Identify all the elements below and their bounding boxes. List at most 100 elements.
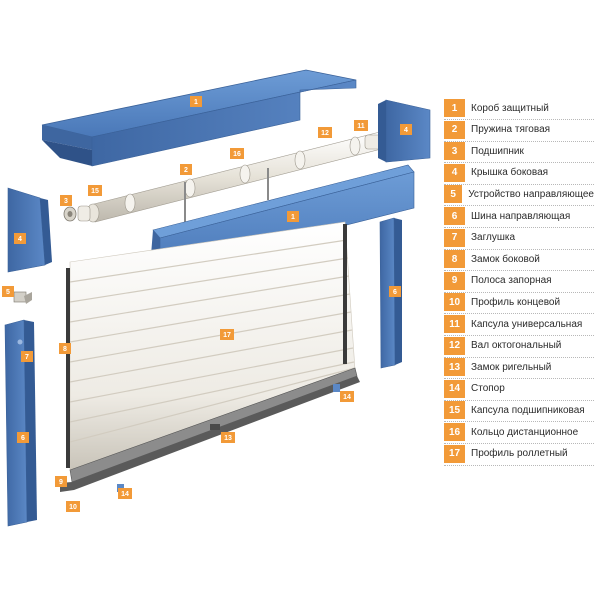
bearing — [63, 206, 77, 222]
legend-separator — [444, 227, 594, 228]
legend-separator — [444, 183, 594, 185]
locking-strip — [60, 376, 360, 492]
tag-12: 12 — [318, 127, 332, 138]
legend-number: 15 — [444, 401, 465, 420]
legend-row: 15 Капсула подшипниковая — [444, 400, 594, 423]
svg-text:11: 11 — [357, 123, 365, 130]
legend-row: 10 Профиль концевой — [444, 292, 594, 315]
guide-device — [13, 291, 32, 304]
legend-label: Шина направляющая — [471, 210, 571, 222]
tag-5: 5 — [2, 286, 14, 297]
legend-label: Капсула подшипниковая — [471, 404, 585, 416]
legend-row: 2 Пружина тяговая — [444, 120, 594, 142]
svg-text:12: 12 — [321, 130, 329, 137]
legend-separator — [444, 356, 594, 358]
legend-separator — [444, 205, 594, 207]
svg-text:3: 3 — [64, 198, 68, 205]
bearing-capsule — [77, 205, 91, 222]
tag-10: 10 — [66, 501, 80, 512]
legend-label: Капсула универсальная — [471, 318, 583, 330]
legend-row: 7 Заглушка — [444, 228, 594, 250]
legend-separator — [444, 119, 594, 120]
svg-text:16: 16 — [233, 151, 241, 158]
legend-label: Профиль роллетный — [471, 448, 568, 460]
tag-6-right: 6 — [389, 286, 401, 297]
svg-text:1: 1 — [291, 214, 295, 221]
svg-text:6: 6 — [393, 289, 397, 296]
tag-1-top: 1 — [190, 96, 202, 107]
legend-number: 10 — [444, 293, 465, 312]
svg-text:1: 1 — [194, 99, 198, 106]
bolt-lock — [210, 424, 220, 430]
legend-number: 14 — [444, 379, 465, 398]
legend-number: 13 — [444, 358, 465, 377]
svg-text:5: 5 — [6, 289, 10, 296]
tag-16: 16 — [230, 148, 244, 159]
legend-number: 9 — [444, 271, 465, 290]
tag-11: 11 — [354, 120, 368, 131]
tag-7: 7 — [21, 351, 33, 362]
tag-9: 9 — [55, 476, 67, 487]
svg-text:4: 4 — [18, 236, 22, 243]
legend-separator — [444, 162, 594, 164]
legend-row: 4 Крышка боковая — [444, 163, 594, 185]
legend-separator — [444, 443, 594, 444]
legend-number: 7 — [444, 228, 465, 247]
svg-text:14: 14 — [121, 491, 129, 498]
legend-label: Замок ригельный — [471, 361, 552, 373]
svg-text:6: 6 — [21, 435, 25, 442]
legend-label: Устройство направляющее — [468, 188, 594, 200]
svg-text:4: 4 — [404, 127, 408, 134]
tag-13: 13 — [221, 432, 235, 443]
legend-separator — [444, 399, 594, 401]
legend-label: Крышка боковая — [471, 167, 549, 179]
tag-15: 15 — [88, 185, 102, 196]
tag-2: 2 — [180, 164, 192, 175]
legend-separator — [444, 335, 594, 336]
legend-label: Заглушка — [471, 232, 516, 244]
tag-4-left: 4 — [14, 233, 26, 244]
svg-text:7: 7 — [25, 354, 29, 361]
svg-text:8: 8 — [63, 346, 67, 353]
legend-number: 2 — [444, 120, 465, 139]
legend-number: 4 — [444, 163, 465, 182]
tag-3: 3 — [60, 195, 72, 206]
legend-separator — [444, 378, 594, 380]
svg-text:15: 15 — [91, 188, 99, 195]
tag-8: 8 — [59, 343, 71, 354]
legend-row: 5 Устройство направляющее — [444, 184, 594, 207]
legend-separator — [444, 421, 594, 423]
legend-label: Пружина тяговая — [471, 124, 551, 136]
legend-number: 1 — [444, 99, 465, 117]
legend-label: Вал октогональный — [471, 340, 562, 352]
tag-14-right: 14 — [340, 391, 354, 402]
svg-text:10: 10 — [69, 504, 77, 511]
legend-label: Профиль концевой — [471, 296, 561, 308]
tag-14-bottom: 14 — [118, 488, 132, 499]
legend-separator — [444, 270, 594, 272]
part-number-tags: 1 1 2 3 4 4 5 6 6 7 8 9 10 11 12 13 14 1… — [2, 96, 412, 512]
legend-row: 14 Стопор — [444, 379, 594, 401]
legend-row: 17 Профиль роллетный — [444, 444, 594, 466]
legend-label: Стопор — [471, 383, 505, 395]
legend-number: 5 — [444, 185, 463, 204]
side-cover-right — [378, 99, 431, 163]
legend-number: 17 — [444, 444, 465, 463]
legend-separator — [444, 248, 594, 250]
spacer-rings — [124, 136, 361, 213]
tag-6-left: 6 — [17, 432, 29, 443]
tag-1-front: 1 — [287, 211, 299, 222]
legend-label: Подшипник — [471, 145, 524, 157]
legend-separator — [444, 313, 594, 315]
svg-text:13: 13 — [224, 435, 232, 442]
legend-label: Кольцо дистанционное — [471, 426, 579, 438]
svg-text:17: 17 — [223, 332, 231, 339]
